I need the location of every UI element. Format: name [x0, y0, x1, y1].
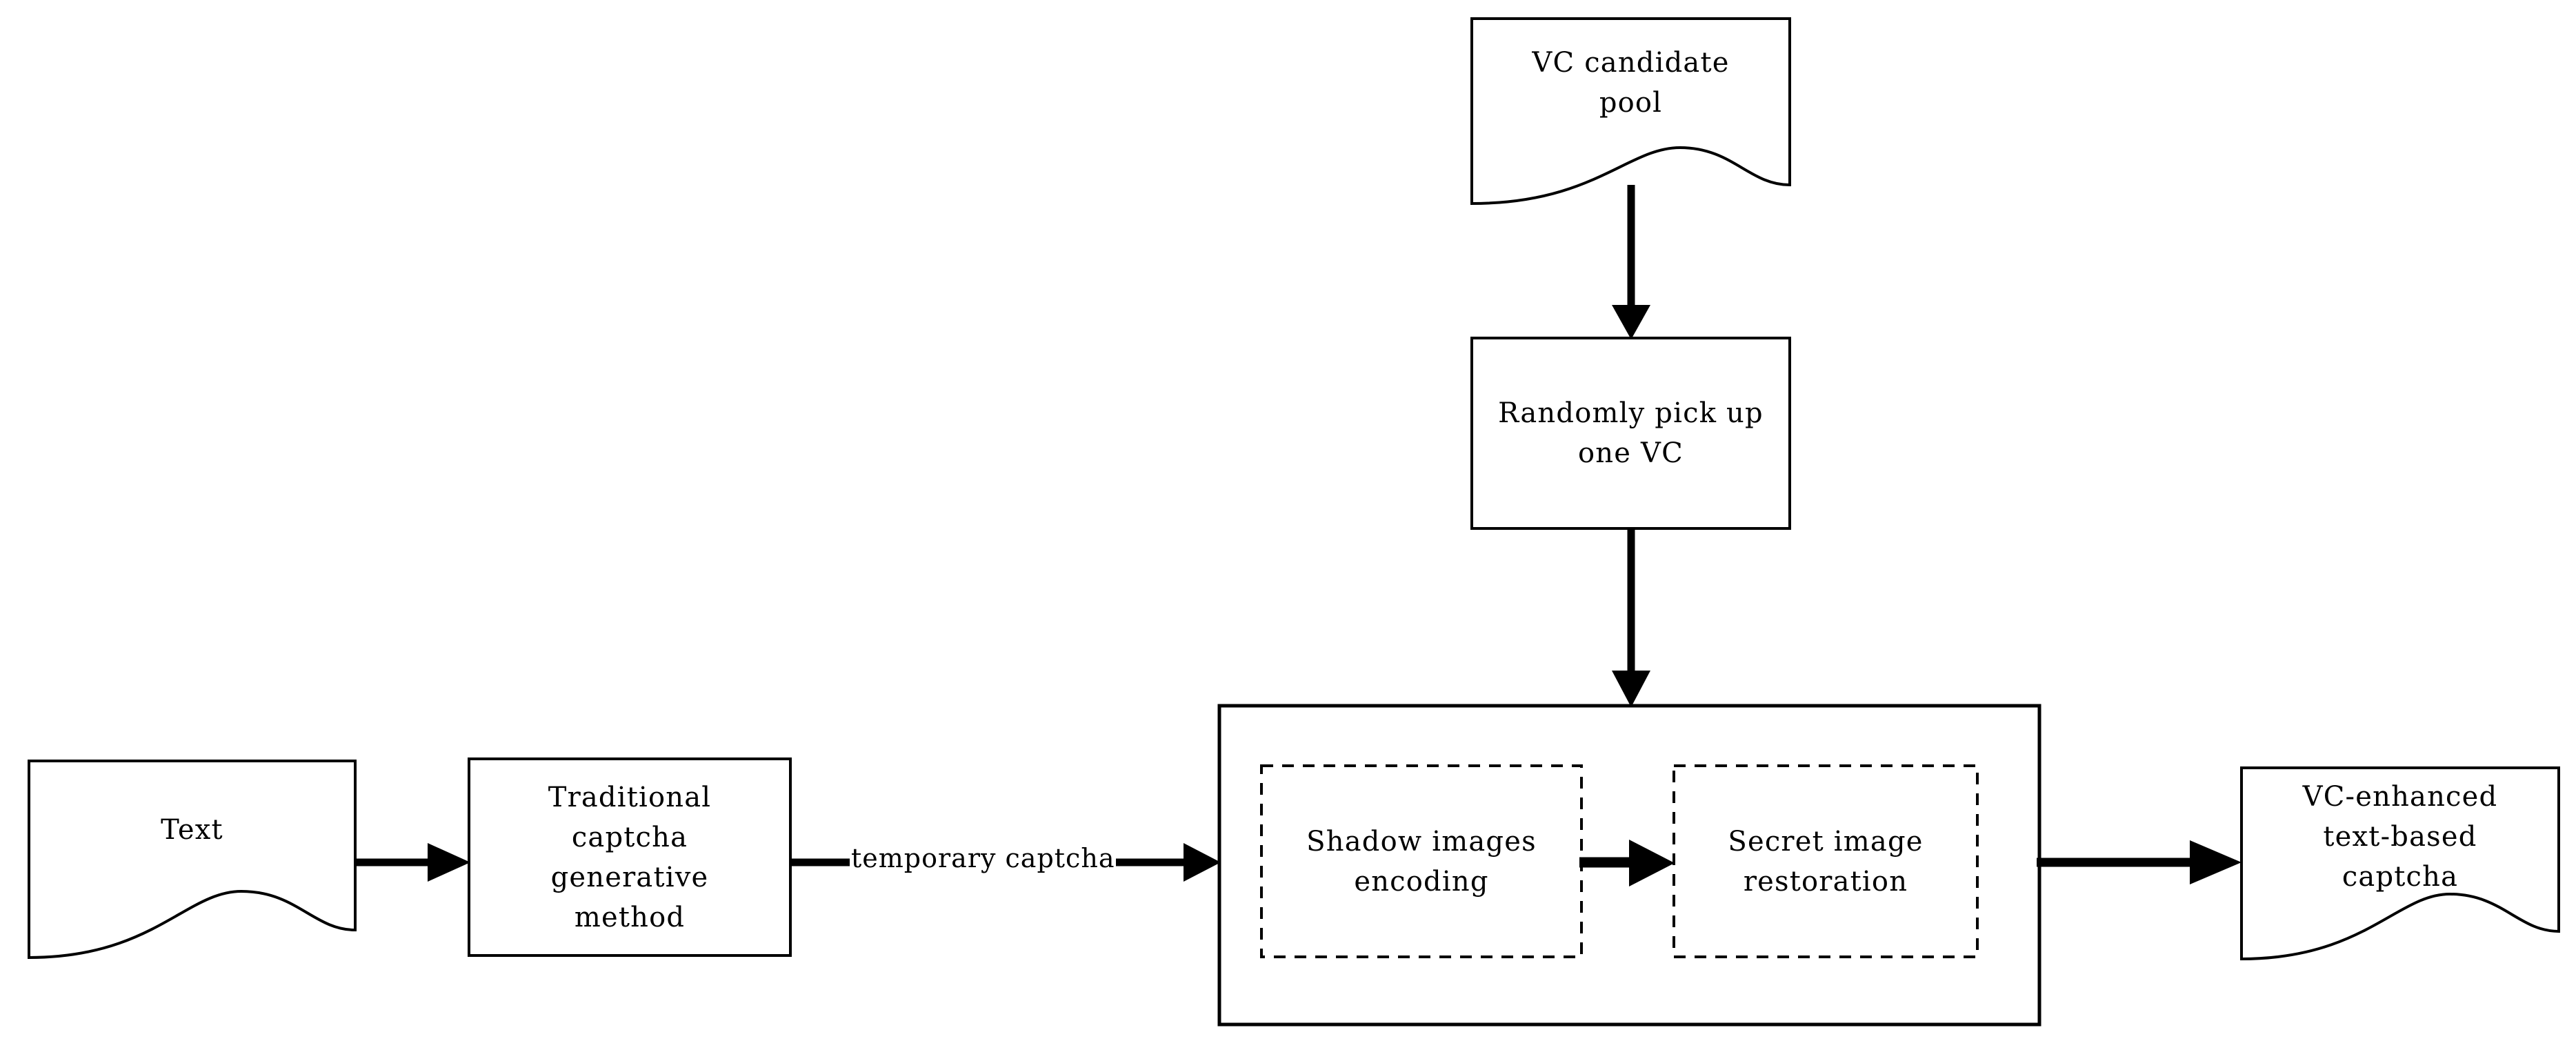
edge-label-temporary-captcha: temporary captcha: [850, 843, 1117, 873]
edge-pick-to-container: [1612, 528, 1650, 707]
node-traditional-captcha-generative-method[interactable]: [468, 757, 792, 957]
node-secret-image-restoration[interactable]: [1673, 764, 1979, 958]
node-vc-candidate-pool[interactable]: [1470, 17, 1791, 206]
node-randomly-pick-one-vc[interactable]: [1470, 337, 1791, 530]
node-vc-enhanced-captcha-output[interactable]: [2240, 766, 2560, 961]
node-shadow-images-encoding[interactable]: [1260, 764, 1583, 958]
node-text-input[interactable]: [28, 760, 357, 960]
edge-text-to-traditional: [355, 843, 470, 882]
edge-shadow-to-secret: [1579, 840, 1675, 886]
edge-container-to-output: [2037, 840, 2241, 884]
edge-pool-to-pick: [1612, 185, 1650, 339]
